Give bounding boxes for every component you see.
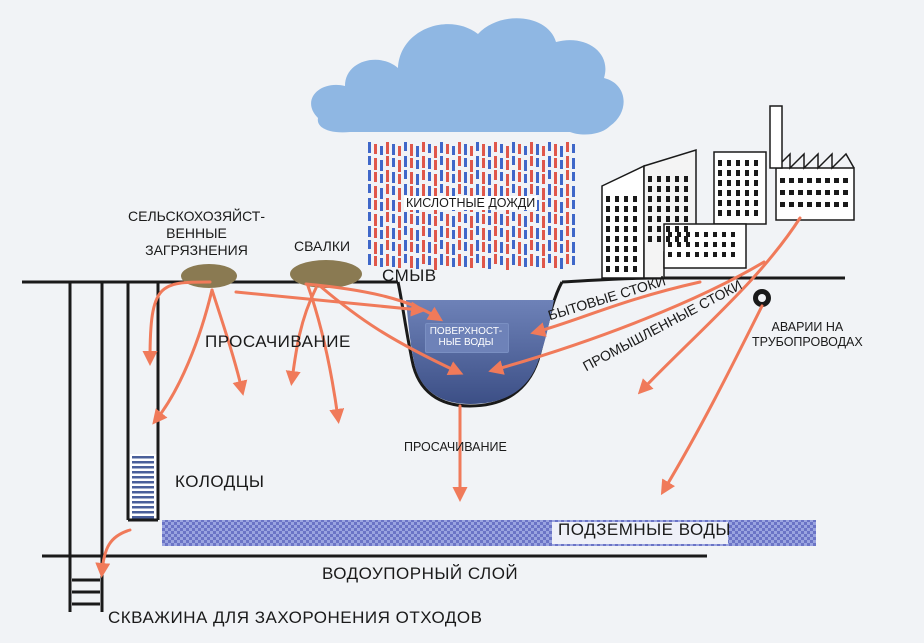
- flow-arrow-11: [637, 216, 802, 395]
- acid-rain-label: КИСЛОТНЫЕ ДОЖДИ: [404, 196, 538, 210]
- flow-arrow-12: [660, 304, 764, 496]
- disposal-well-label: СКВАЖИНА ДЛЯ ЗАХОРОНЕНИЯ ОТХОДОВ: [108, 608, 483, 627]
- groundwater-label: ПОДЗЕМНЫЕ ВОДЫ: [558, 520, 731, 539]
- washout-label: СМЫВ: [382, 266, 437, 285]
- flow-arrow-14: [95, 528, 132, 578]
- flow-arrow-4: [234, 290, 426, 317]
- pipeline-icon: [753, 289, 771, 307]
- flow-arrow-10: [488, 260, 766, 375]
- dump-mound: [290, 260, 362, 288]
- aquiclude-label: ВОДОУПОРНЫЙ СЛОЙ: [322, 564, 519, 583]
- flow-arrow-5: [304, 282, 444, 322]
- agri-pollution-label: СЕЛЬСКОХОЗЯЙСТ- ВЕННЫЕ ЗАГРЯЗНЕНИЯ: [128, 208, 265, 258]
- flow-arrow-7: [318, 284, 464, 375]
- seepage-top-label: ПРОСАЧИВАНИЕ: [205, 332, 351, 351]
- wells-label: КОЛОДЦЫ: [175, 472, 265, 491]
- seepage-bottom-label: ПРОСАЧИВАНИЕ: [404, 440, 507, 454]
- agri-pollution-mound: [181, 264, 237, 288]
- surface-water-badge: [425, 323, 509, 353]
- water-well: [126, 282, 160, 522]
- flow-arrow-9: [530, 280, 702, 337]
- disposal-well-shaft: [68, 282, 104, 612]
- flow-arrow-8: [285, 286, 318, 386]
- flow-arrow-2: [152, 288, 214, 425]
- surface-water-label: ПОВЕРХНОСТ- НЫЕ ВОДЫ: [429, 326, 503, 348]
- flow-arrow-6: [306, 284, 345, 424]
- dumps-label: СВАЛКИ: [294, 238, 351, 254]
- flow-arrow-3: [210, 288, 248, 396]
- cloud-icon: [311, 18, 624, 135]
- flow-arrow-1: [142, 280, 212, 366]
- pipeline-accident-label: АВАРИИ НА ТРУБОПРОВОДАХ: [752, 320, 863, 349]
- flow-arrows: [95, 216, 802, 578]
